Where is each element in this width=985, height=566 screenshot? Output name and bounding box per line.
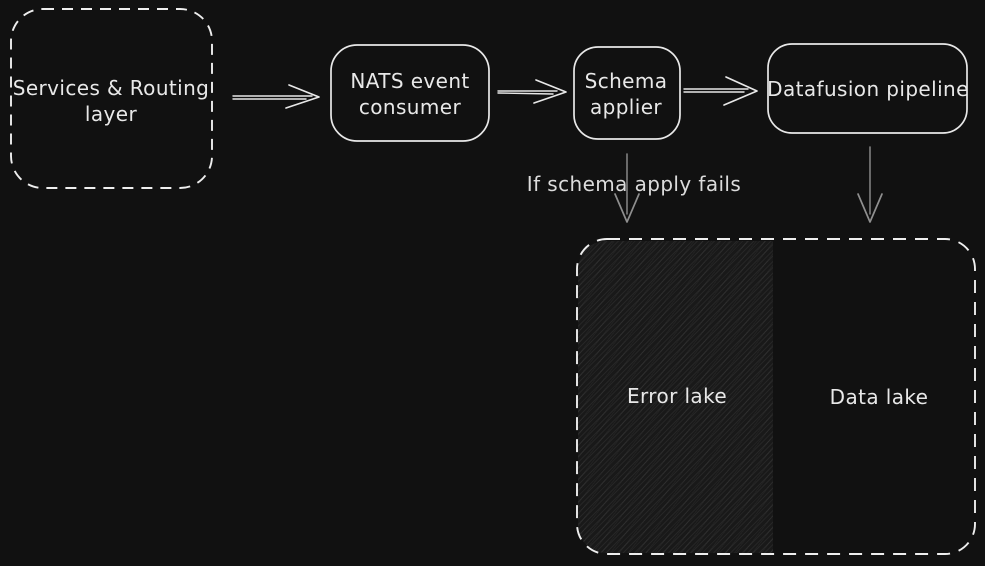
arrow-schema-to-datafusion[interactable] xyxy=(683,76,758,106)
nats-consumer-line1: NATS event xyxy=(350,69,470,93)
datafusion-pipeline-box[interactable] xyxy=(767,43,968,134)
arrow-datafusion-to-data-lake[interactable] xyxy=(857,146,883,223)
error-lake-text: Error lake xyxy=(626,384,728,408)
arrow-services-to-nats[interactable] xyxy=(232,84,320,109)
arrow-schema-to-error-lake[interactable] xyxy=(614,153,640,223)
services-routing-box[interactable] xyxy=(10,8,213,189)
error-lake-hatch-region[interactable] xyxy=(578,241,773,553)
services-routing-label[interactable]: Services & Routing layer xyxy=(13,75,210,127)
services-routing-line1: Services & Routing xyxy=(12,76,210,100)
data-lake-text: Data lake xyxy=(829,385,929,409)
nats-consumer-box[interactable] xyxy=(330,44,490,142)
arrow-nats-to-schema[interactable] xyxy=(497,79,567,104)
datafusion-pipeline-label[interactable]: Datafusion pipeline xyxy=(767,76,969,102)
services-routing-line2: layer xyxy=(84,102,138,126)
schema-applier-line1: Schema xyxy=(584,69,668,93)
failure-condition-label[interactable]: If schema apply fails xyxy=(527,171,741,197)
schema-applier-label[interactable]: Schema applier xyxy=(585,68,668,120)
nats-consumer-line2: consumer xyxy=(358,95,462,119)
error-lake-label[interactable]: Error lake xyxy=(627,383,727,409)
data-lake-label[interactable]: Data lake xyxy=(830,384,929,410)
schema-applier-box[interactable] xyxy=(573,46,681,140)
schema-applier-line2: applier xyxy=(589,95,663,119)
datafusion-pipeline-line1: Datafusion pipeline xyxy=(767,77,969,101)
failure-condition-text: If schema apply fails xyxy=(526,172,742,196)
nats-consumer-label[interactable]: NATS event consumer xyxy=(350,68,469,120)
lake-container-box[interactable] xyxy=(576,238,976,555)
